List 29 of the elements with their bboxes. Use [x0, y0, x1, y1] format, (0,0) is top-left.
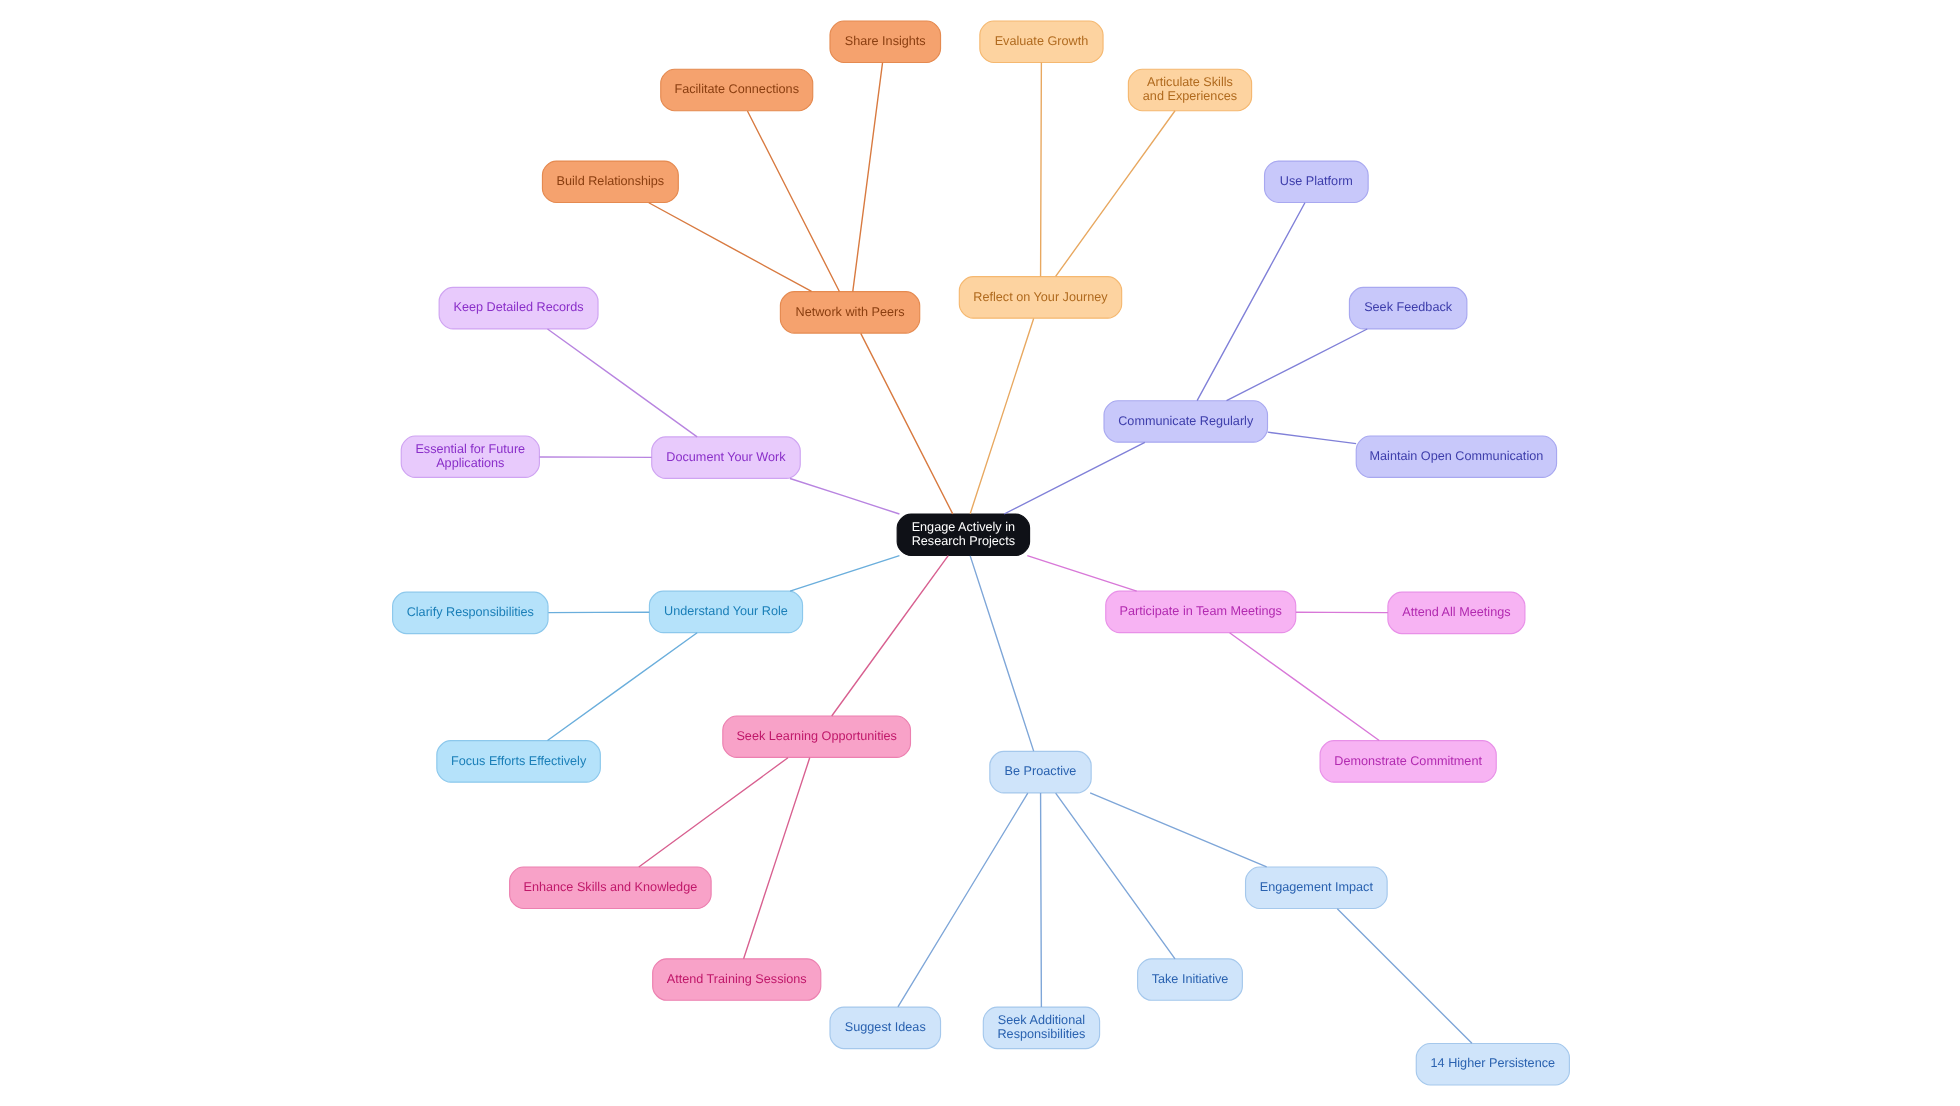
connector	[1227, 632, 1379, 742]
connector	[1266, 431, 1356, 445]
connector	[647, 202, 812, 293]
connector	[896, 792, 1028, 1008]
connector	[637, 757, 788, 868]
connector	[1038, 792, 1042, 1008]
connector	[1294, 611, 1388, 614]
connector	[859, 332, 953, 515]
connector	[545, 632, 697, 742]
connector	[1195, 202, 1305, 402]
connector	[830, 554, 948, 717]
connector	[968, 317, 1034, 515]
connector	[851, 61, 883, 293]
connector	[745, 110, 840, 293]
connector	[1038, 61, 1042, 278]
connector	[1088, 792, 1267, 868]
connector	[546, 611, 649, 614]
connector	[1025, 554, 1137, 592]
connector	[1335, 908, 1472, 1045]
connector	[788, 554, 900, 592]
connector	[741, 757, 810, 960]
connector	[1224, 328, 1367, 402]
connector	[1053, 792, 1175, 960]
connector	[788, 477, 900, 515]
connector	[545, 328, 697, 438]
connector	[1053, 110, 1175, 278]
connector	[1002, 441, 1145, 515]
connector	[968, 555, 1034, 752]
connector	[537, 456, 652, 459]
